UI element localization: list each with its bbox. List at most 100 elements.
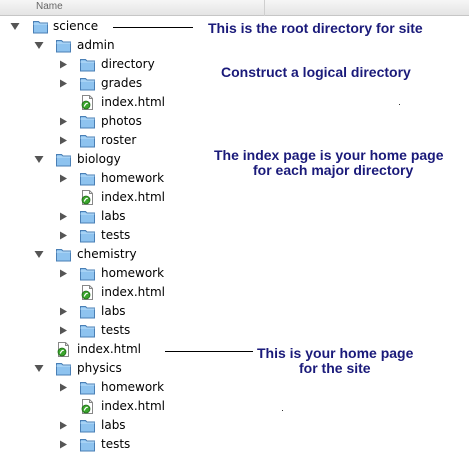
column-divider[interactable] (264, 0, 265, 16)
file-row[interactable]: index.html (0, 93, 469, 112)
folder-icon (79, 170, 96, 187)
home-annotation-line2: for the site (299, 360, 371, 376)
speck (282, 410, 283, 411)
item-label: admin (77, 38, 115, 52)
home-annotation-line1: This is your home page (257, 345, 414, 361)
disclosure-expanded-icon[interactable] (10, 17, 20, 36)
item-label: directory (101, 57, 155, 71)
item-label: index.html (101, 399, 165, 413)
file-row[interactable]: index.html (0, 340, 469, 359)
folder-icon (55, 151, 72, 168)
item-label: biology (77, 152, 121, 166)
file-row[interactable]: index.html (0, 397, 469, 416)
disclosure-expanded-icon[interactable] (34, 245, 44, 264)
disclosure-collapsed-icon[interactable] (58, 302, 68, 321)
folder-icon (55, 246, 72, 263)
item-label: index.html (101, 190, 165, 204)
item-label: labs (101, 304, 126, 318)
folder-row[interactable]: chemistry (0, 245, 469, 264)
folder-row[interactable]: tests (0, 226, 469, 245)
html-file-icon (55, 341, 72, 358)
folder-icon (79, 265, 96, 282)
item-label: index.html (77, 342, 141, 356)
disclosure-collapsed-icon[interactable] (58, 321, 68, 340)
disclosure-collapsed-icon[interactable] (58, 416, 68, 435)
folder-icon (79, 113, 96, 130)
disclosure-expanded-icon[interactable] (34, 150, 44, 169)
folder-icon (79, 132, 96, 149)
folder-icon (32, 18, 49, 35)
folder-icon (79, 75, 96, 92)
item-label: homework (101, 380, 165, 394)
folder-row[interactable]: labs (0, 207, 469, 226)
item-label: chemistry (77, 247, 137, 261)
item-label: tests (101, 323, 131, 337)
html-file-icon (79, 284, 96, 301)
folder-icon (79, 322, 96, 339)
disclosure-collapsed-icon[interactable] (58, 112, 68, 131)
folder-icon (55, 360, 72, 377)
disclosure-expanded-icon[interactable] (34, 359, 44, 378)
folder-row[interactable]: labs (0, 302, 469, 321)
folder-icon (79, 227, 96, 244)
item-label: photos (101, 114, 142, 128)
folder-icon (79, 436, 96, 453)
item-label: physics (77, 361, 122, 375)
index-annotation-line1: The index page is your home page (214, 147, 444, 163)
disclosure-collapsed-icon[interactable] (58, 435, 68, 454)
folder-row[interactable]: biology (0, 150, 469, 169)
folder-row[interactable]: tests (0, 435, 469, 454)
disclosure-collapsed-icon[interactable] (58, 378, 68, 397)
folder-icon (79, 303, 96, 320)
disclosure-collapsed-icon[interactable] (58, 55, 68, 74)
column-header: Name (0, 0, 469, 16)
folder-icon (55, 37, 72, 54)
folder-row[interactable]: photos (0, 112, 469, 131)
name-column-header[interactable]: Name (36, 1, 63, 12)
disclosure-collapsed-icon[interactable] (58, 264, 68, 283)
item-label: grades (101, 76, 143, 90)
disclosure-collapsed-icon[interactable] (58, 226, 68, 245)
html-file-icon (79, 189, 96, 206)
folder-row[interactable]: science (0, 17, 469, 36)
folder-row[interactable]: tests (0, 321, 469, 340)
folder-icon (79, 208, 96, 225)
disclosure-collapsed-icon[interactable] (58, 74, 68, 93)
folder-icon (79, 379, 96, 396)
root-pointer-line (113, 27, 193, 28)
item-label: index.html (101, 285, 165, 299)
folder-row[interactable]: homework (0, 264, 469, 283)
file-row[interactable]: index.html (0, 283, 469, 302)
folder-row[interactable]: roster (0, 131, 469, 150)
speck (399, 104, 400, 105)
folder-row[interactable]: homework (0, 378, 469, 397)
item-label: tests (101, 228, 131, 242)
item-label: labs (101, 209, 126, 223)
disclosure-collapsed-icon[interactable] (58, 169, 68, 188)
html-file-icon (79, 94, 96, 111)
item-label: labs (101, 418, 126, 432)
folder-row[interactable]: grades (0, 74, 469, 93)
item-label: index.html (101, 95, 165, 109)
root-annotation: This is the root directory for site (208, 20, 423, 36)
disclosure-collapsed-icon[interactable] (58, 131, 68, 150)
folder-row[interactable]: labs (0, 416, 469, 435)
folder-icon (79, 56, 96, 73)
folder-row[interactable]: admin (0, 36, 469, 55)
item-label: science (53, 19, 99, 33)
logical-directory-annotation: Construct a logical directory (221, 64, 411, 80)
index-annotation-line2: for each major directory (253, 162, 414, 178)
file-row[interactable]: index.html (0, 188, 469, 207)
folder-row[interactable]: directory (0, 55, 469, 74)
item-label: homework (101, 266, 165, 280)
home-pointer-line (165, 351, 253, 352)
folder-icon (79, 417, 96, 434)
html-file-icon (79, 398, 96, 415)
item-label: homework (101, 171, 165, 185)
disclosure-collapsed-icon[interactable] (58, 207, 68, 226)
folder-row[interactable]: physics (0, 359, 469, 378)
folder-row[interactable]: homework (0, 169, 469, 188)
disclosure-expanded-icon[interactable] (34, 36, 44, 55)
item-label: tests (101, 437, 131, 451)
item-label: roster (101, 133, 137, 147)
